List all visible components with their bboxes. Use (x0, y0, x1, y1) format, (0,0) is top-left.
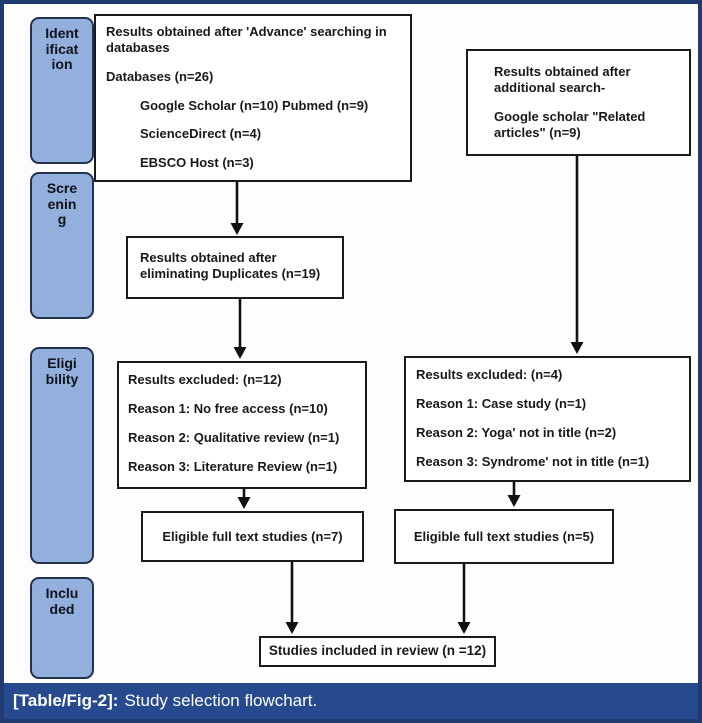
stage-label: Included (45, 585, 79, 617)
box-text-line: Eligible full text studies (n=5) (413, 528, 595, 544)
arrow-advance-to-duplicates (230, 182, 244, 235)
box-results-excluded-left: Results excluded: (n=12) Reason 1: No fr… (117, 361, 367, 489)
arrow-eligible-left-to-included (285, 562, 299, 634)
arrow-eligible-right-to-included (457, 564, 471, 634)
box-text-line: Eligible full text studies (n=7) (162, 528, 343, 544)
figure-caption: [Table/Fig-2]: Study selection flowchart… (4, 683, 698, 719)
box-text-line: Google scholar "Related articles" (n=9) (494, 108, 646, 140)
box-eligible-studies-left: Eligible full text studies (n=7) (141, 511, 364, 562)
stage-label: Screening (46, 180, 78, 228)
box-text-line: Databases (n=26) (106, 68, 214, 84)
box-text-line: Reason 2: Qualitative review (n=1) (128, 429, 340, 445)
caption-tag: [Table/Fig-2]: (13, 691, 119, 710)
box-text-line: Reason 1: No free access (n=10) (128, 400, 328, 416)
box-text-line: Reason 1: Case study (n=1) (416, 395, 587, 411)
box-text-line: Results obtained after (140, 250, 277, 265)
box-additional-search-results: Results obtained after additional search… (466, 49, 691, 156)
box-results-excluded-right: Results excluded: (n=4) Reason 1: Case s… (404, 356, 691, 482)
arrow-duplicates-to-excluded-left (233, 299, 247, 359)
box-text-line: eliminating Duplicates (n=19) (140, 265, 321, 281)
box-eligible-studies-right: Eligible full text studies (n=5) (394, 509, 614, 564)
caption-text: Study selection flowchart. (124, 691, 318, 710)
box-text-line: Reason 2: Yoga' not in title (n=2) (416, 424, 617, 440)
box-text-line: ScienceDirect (n=4) (140, 126, 262, 142)
arrow-additional-to-excluded-right (570, 156, 584, 354)
box-text-line: EBSCO Host (n=3) (140, 155, 254, 171)
box-text-line: Results excluded: (n=12) (128, 372, 282, 387)
box-text-line: Results excluded: (n=4) (416, 367, 563, 382)
box-advance-search-results: Results obtained after 'Advance' searchi… (94, 14, 412, 182)
box-studies-included: Studies included in review (n =12) (259, 636, 496, 667)
box-text-line: Reason 3: Literature Review (n=1) (128, 458, 338, 474)
stage-label: Eligibility (45, 355, 79, 387)
stage-label: Identification (45, 25, 79, 73)
stage-eligibility: Eligibility (30, 347, 94, 564)
box-text-line: Results obtained after additional search… (494, 64, 631, 95)
box-text-line: Results obtained after 'Advance' searchi… (106, 24, 387, 55)
stage-identification: Identification (30, 17, 94, 164)
stage-screening: Screening (30, 172, 94, 319)
box-text-line: Reason 3: Syndrome' not in title (n=1) (416, 453, 650, 469)
arrow-excluded-left-to-eligible-left (237, 489, 251, 509)
box-text-line: Google Scholar (n=10) Pubmed (n=9) (140, 97, 369, 113)
arrow-excluded-right-to-eligible-right (507, 482, 521, 507)
stage-included: Included (30, 577, 94, 679)
box-text-line: Studies included in review (n =12) (268, 643, 487, 659)
box-duplicates-eliminated: Results obtained after eliminating Dupli… (126, 236, 344, 299)
